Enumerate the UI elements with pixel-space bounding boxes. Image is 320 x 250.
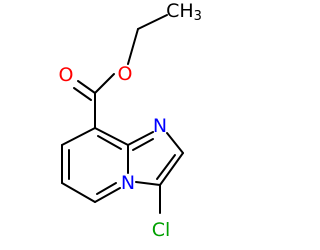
bond-c8a-c8	[94, 127, 129, 146]
ester-oxygen-label: O	[118, 63, 133, 85]
methyl-label: CH3	[166, 0, 202, 24]
bond-ch3-ch2	[137, 14, 168, 30]
bond-c3-n4	[135, 181, 161, 186]
bond-ch2-o	[127, 28, 139, 65]
ring-nitrogen-bridgehead-label: N	[121, 172, 135, 194]
atom-labels: O O N N Cl CH3	[59, 0, 202, 241]
methyl-label-main: CH	[166, 0, 194, 22]
bond-c-o-double-a	[77, 80, 96, 94]
bond-c-o-double-b	[73, 87, 92, 101]
carbonyl-oxygen-label: O	[59, 64, 74, 86]
methyl-label-subscript: 3	[194, 9, 202, 24]
bond-o-carbonyl-c	[94, 73, 115, 94]
bond-c8a-n1-double	[132, 138, 154, 151]
bond-c5-n4	[94, 187, 121, 203]
bond-c6-c5	[61, 182, 96, 203]
bond-c8-c7	[61, 127, 96, 146]
bond-c2-c3-inner	[156, 154, 176, 180]
bond-c5-n4-inner	[96, 182, 117, 195]
bond-c8a-c8-inner	[97, 135, 122, 150]
chlorine-label: Cl	[152, 219, 171, 241]
bond-c8a-n1	[127, 131, 154, 146]
bonds	[61, 14, 184, 214]
chemical-structure: O O N N Cl CH3	[59, 0, 202, 241]
bond-c2-c3	[159, 152, 184, 186]
ring-nitrogen-top-label: N	[153, 115, 167, 137]
bond-n1-c2	[166, 132, 184, 154]
